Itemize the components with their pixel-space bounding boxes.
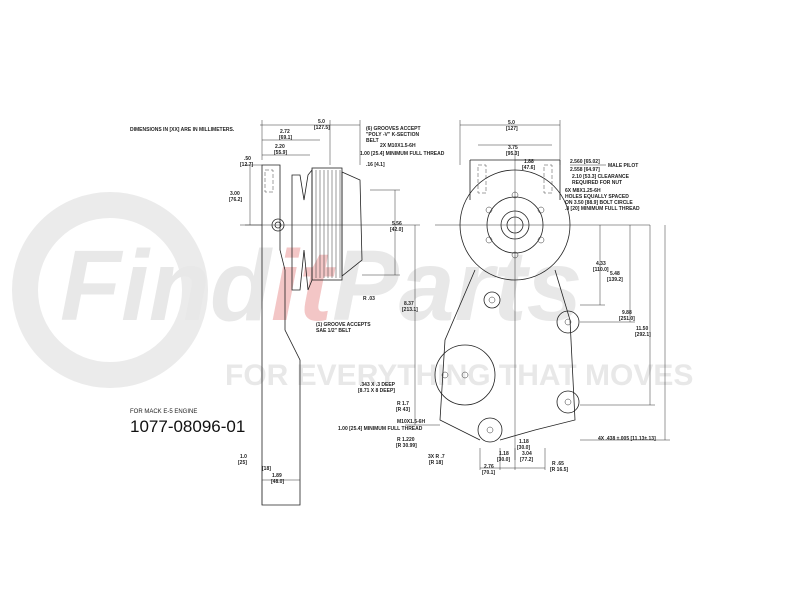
dim: [30.0]: [497, 457, 510, 463]
dim: [77.2]: [520, 457, 533, 463]
note: 2.10 [53.3] CLEARANCE: [572, 174, 630, 180]
dim: 1.18: [499, 451, 509, 457]
note: (6) GROOVES ACCEPT: [366, 126, 421, 132]
dim: R 1.220: [397, 437, 415, 443]
dim: .50: [244, 156, 251, 162]
engine-note: FOR MACK E-5 ENGINE: [130, 409, 197, 415]
dim: [213.1]: [402, 307, 418, 313]
side-view-labels: 5.0 [127.5] 2.72 [69.1] 2.20 [55.9] .50 …: [229, 119, 421, 485]
dim: 1.88: [524, 159, 534, 165]
dim: 3X R .7: [428, 454, 445, 460]
note: "POLY -V" K-SECTION: [366, 132, 419, 138]
dim: [12.7]: [240, 162, 253, 168]
dim: [47.6]: [522, 165, 535, 171]
dim: [R 30.99]: [396, 443, 417, 449]
watermark-swoosh: [12, 192, 208, 388]
part-number: 1077-08096-01: [130, 417, 245, 436]
side-view: [240, 120, 420, 506]
dim: 1.0: [240, 454, 247, 460]
dim: 11.50: [636, 326, 648, 332]
dim: 5.0: [318, 119, 325, 125]
note: 4X .438 ±.005 [11.13±.13]: [598, 436, 656, 442]
dim: [292.1]: [635, 332, 651, 338]
dim: [R 18]: [429, 460, 443, 466]
note: [8.71 X 8 DEEP]: [358, 388, 395, 394]
dim: [18]: [262, 466, 271, 472]
front-view: [405, 120, 670, 470]
dim: 5.56: [392, 221, 402, 227]
dim: 2.560 [65.02]: [570, 159, 600, 165]
note: .8 [20] MINIMUM FULL THREAD: [565, 206, 640, 212]
note: 6X M8X1.25-6H: [565, 188, 601, 194]
dim: .16 [4.1]: [366, 162, 385, 168]
dim: 9.88: [622, 310, 632, 316]
dim: 3.00: [230, 191, 240, 197]
dim: [76.2]: [229, 197, 242, 203]
watermark-brand: FinditParts: [60, 230, 582, 342]
dim: [R 16.5]: [550, 467, 568, 473]
note: (1) GROOVE ACCEPTS: [316, 322, 371, 328]
dim: [139.2]: [607, 277, 623, 283]
dim: 2.558 [64.97]: [570, 167, 600, 173]
watermark: FinditParts FOR EVERYTHING THAT MOVES: [12, 192, 693, 392]
note: 1.00 [25.4] MINIMUM FULL THREAD: [338, 426, 423, 432]
note: M10X1.5-6H: [397, 419, 425, 425]
dim: [42.0]: [390, 227, 403, 233]
dim: [55.9]: [274, 150, 287, 156]
dim: 3.04: [522, 451, 532, 457]
note: REQUIRED FOR NUT: [572, 180, 622, 186]
dim: 1.89: [272, 473, 282, 479]
dim: 2.72: [280, 129, 290, 135]
dim: R .65: [552, 461, 564, 467]
dim: 2.20: [275, 144, 285, 150]
dim: R 1.7: [397, 401, 409, 407]
dim: [48.0]: [271, 479, 284, 485]
dim: 5.0: [508, 120, 515, 126]
dim: [R 43]: [396, 407, 410, 413]
dim: [95.3]: [506, 151, 519, 157]
dim: [127.5]: [314, 125, 330, 131]
dim: [25]: [238, 460, 247, 466]
dim: 4.33: [596, 261, 606, 267]
dim: [127]: [506, 126, 518, 132]
dim: [110.0]: [593, 267, 609, 273]
dim: 2.76: [484, 464, 494, 470]
dim: [30.0]: [517, 445, 530, 451]
front-view-labels: 2X M10X1.5-6H 1.00 [25.4] MINIMUM FULL T…: [338, 120, 656, 476]
dim: 8.37: [404, 301, 414, 307]
dimensions-note: DIMENSIONS IN [XX] ARE IN MILLIMETERS.: [130, 127, 235, 133]
note: SAE 1/2" BELT: [316, 328, 351, 334]
dim: [69.1]: [279, 135, 292, 141]
note: 2X M10X1.5-6H: [380, 143, 416, 149]
note: .343 X .3 DEEP: [360, 382, 396, 388]
dim: 3.75: [508, 145, 518, 151]
dim: [251.0]: [619, 316, 635, 322]
note: ON 3.50 [88.9] BOLT CIRCLE: [565, 200, 633, 206]
dim: [70.1]: [482, 470, 495, 476]
dim: 5.48: [610, 271, 620, 277]
note: BELT: [366, 138, 379, 144]
dim: R .03: [363, 296, 375, 302]
note: HOLES EQUALLY SPACED: [565, 194, 629, 200]
dim: 1.18: [519, 439, 529, 445]
watermark-tagline: FOR EVERYTHING THAT MOVES: [225, 359, 693, 392]
note: MALE PILOT: [608, 163, 638, 169]
note: 1.00 [25.4] MINIMUM FULL THREAD: [360, 151, 445, 157]
